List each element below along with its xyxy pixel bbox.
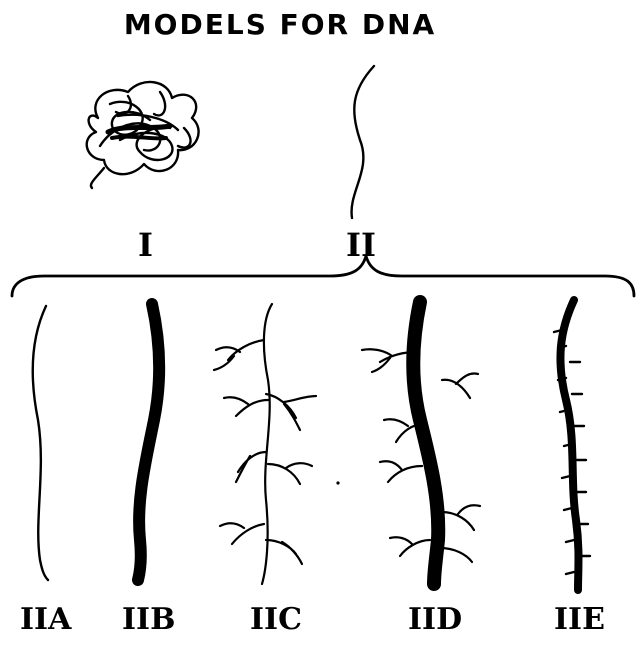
model-iie-segmented-strand	[554, 300, 590, 590]
model-iia-strand	[33, 306, 48, 580]
label-model-iid: IID	[408, 602, 462, 637]
label-model-iic: IIC	[250, 602, 302, 637]
model-iic-branched-strand	[214, 304, 316, 584]
group-brace	[12, 256, 634, 296]
label-model-iia: IIA	[20, 602, 71, 637]
model-ii-strand	[352, 66, 374, 218]
label-model-iie: IIE	[554, 602, 605, 637]
label-model-i: I	[138, 226, 153, 264]
diagram-title: MODELS FOR DNA	[0, 8, 560, 41]
model-iid-branched-ladder	[362, 302, 480, 584]
label-model-ii: II	[346, 226, 376, 264]
model-i-tangled-coil	[87, 82, 199, 188]
label-model-iib: IIB	[122, 602, 175, 637]
stray-dot	[336, 481, 339, 484]
model-iib-ladder-strand	[138, 304, 159, 580]
